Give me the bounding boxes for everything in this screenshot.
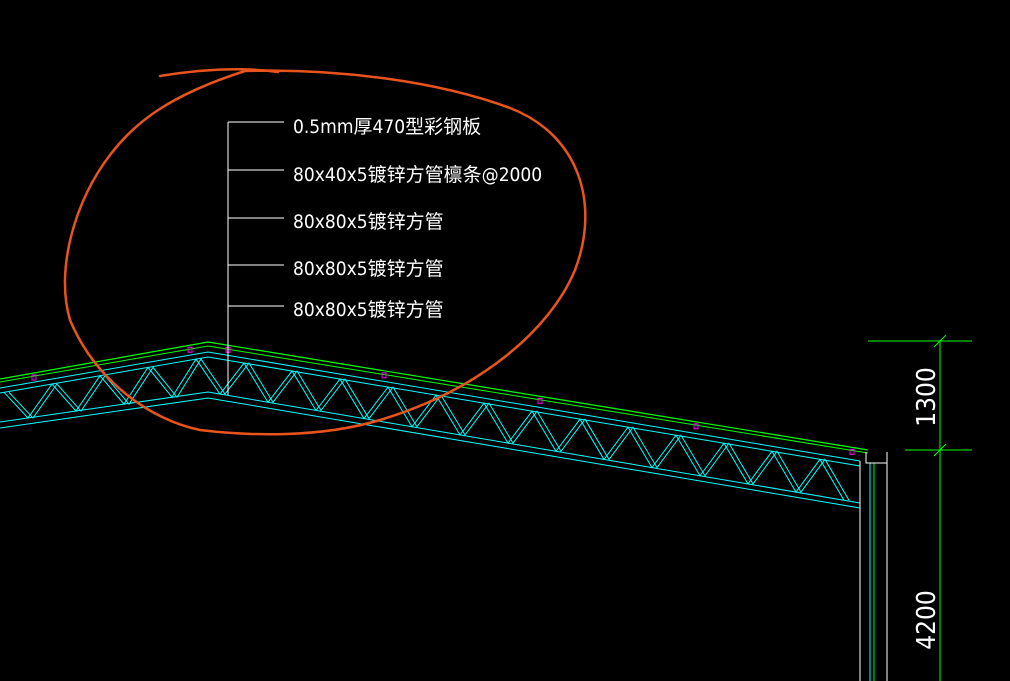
truss-web-line	[8, 358, 850, 501]
truss-bottom-chord	[0, 391, 861, 504]
purlin-marker	[187, 346, 193, 353]
purlin-markers	[31, 346, 855, 455]
dimension-upper: 1300	[912, 367, 942, 427]
dimension-tick	[933, 443, 947, 457]
dimension-tick	[933, 334, 947, 348]
annotation-circle	[63, 68, 587, 436]
callout-leader	[227, 121, 284, 395]
truss-bottom-chord-inner	[0, 397, 861, 509]
truss-top-chord-inner	[0, 356, 861, 467]
dimension-lines	[868, 334, 972, 681]
roof-sheet-line	[0, 341, 869, 451]
callout-label-4: 80x80x5镀锌方管	[293, 258, 444, 280]
roof-sheet-line-2	[0, 345, 869, 454]
truss-top-chord	[0, 351, 861, 462]
roof-truss	[0, 341, 869, 509]
truss-web-line	[3, 358, 845, 501]
purlin-marker	[537, 397, 543, 404]
callout-label-1: 0.5mm厚470型彩钢板	[293, 116, 481, 138]
purlin-marker	[849, 448, 855, 455]
purlin-marker	[31, 374, 37, 381]
dimension-lower: 4200	[912, 590, 942, 650]
callout-label-3: 80x80x5镀锌方管	[293, 211, 444, 233]
column	[859, 452, 888, 681]
callout-labels: 0.5mm厚470型彩钢板 80x40x5镀锌方管檩条@2000 80x80x5…	[293, 116, 542, 321]
callout-label-2: 80x40x5镀锌方管檩条@2000	[293, 164, 542, 186]
callout-label-5: 80x80x5镀锌方管	[293, 299, 444, 321]
gutter	[865, 452, 888, 464]
purlin-marker	[381, 372, 387, 379]
truss-web-members	[3, 358, 850, 501]
purlin-marker	[693, 423, 699, 430]
